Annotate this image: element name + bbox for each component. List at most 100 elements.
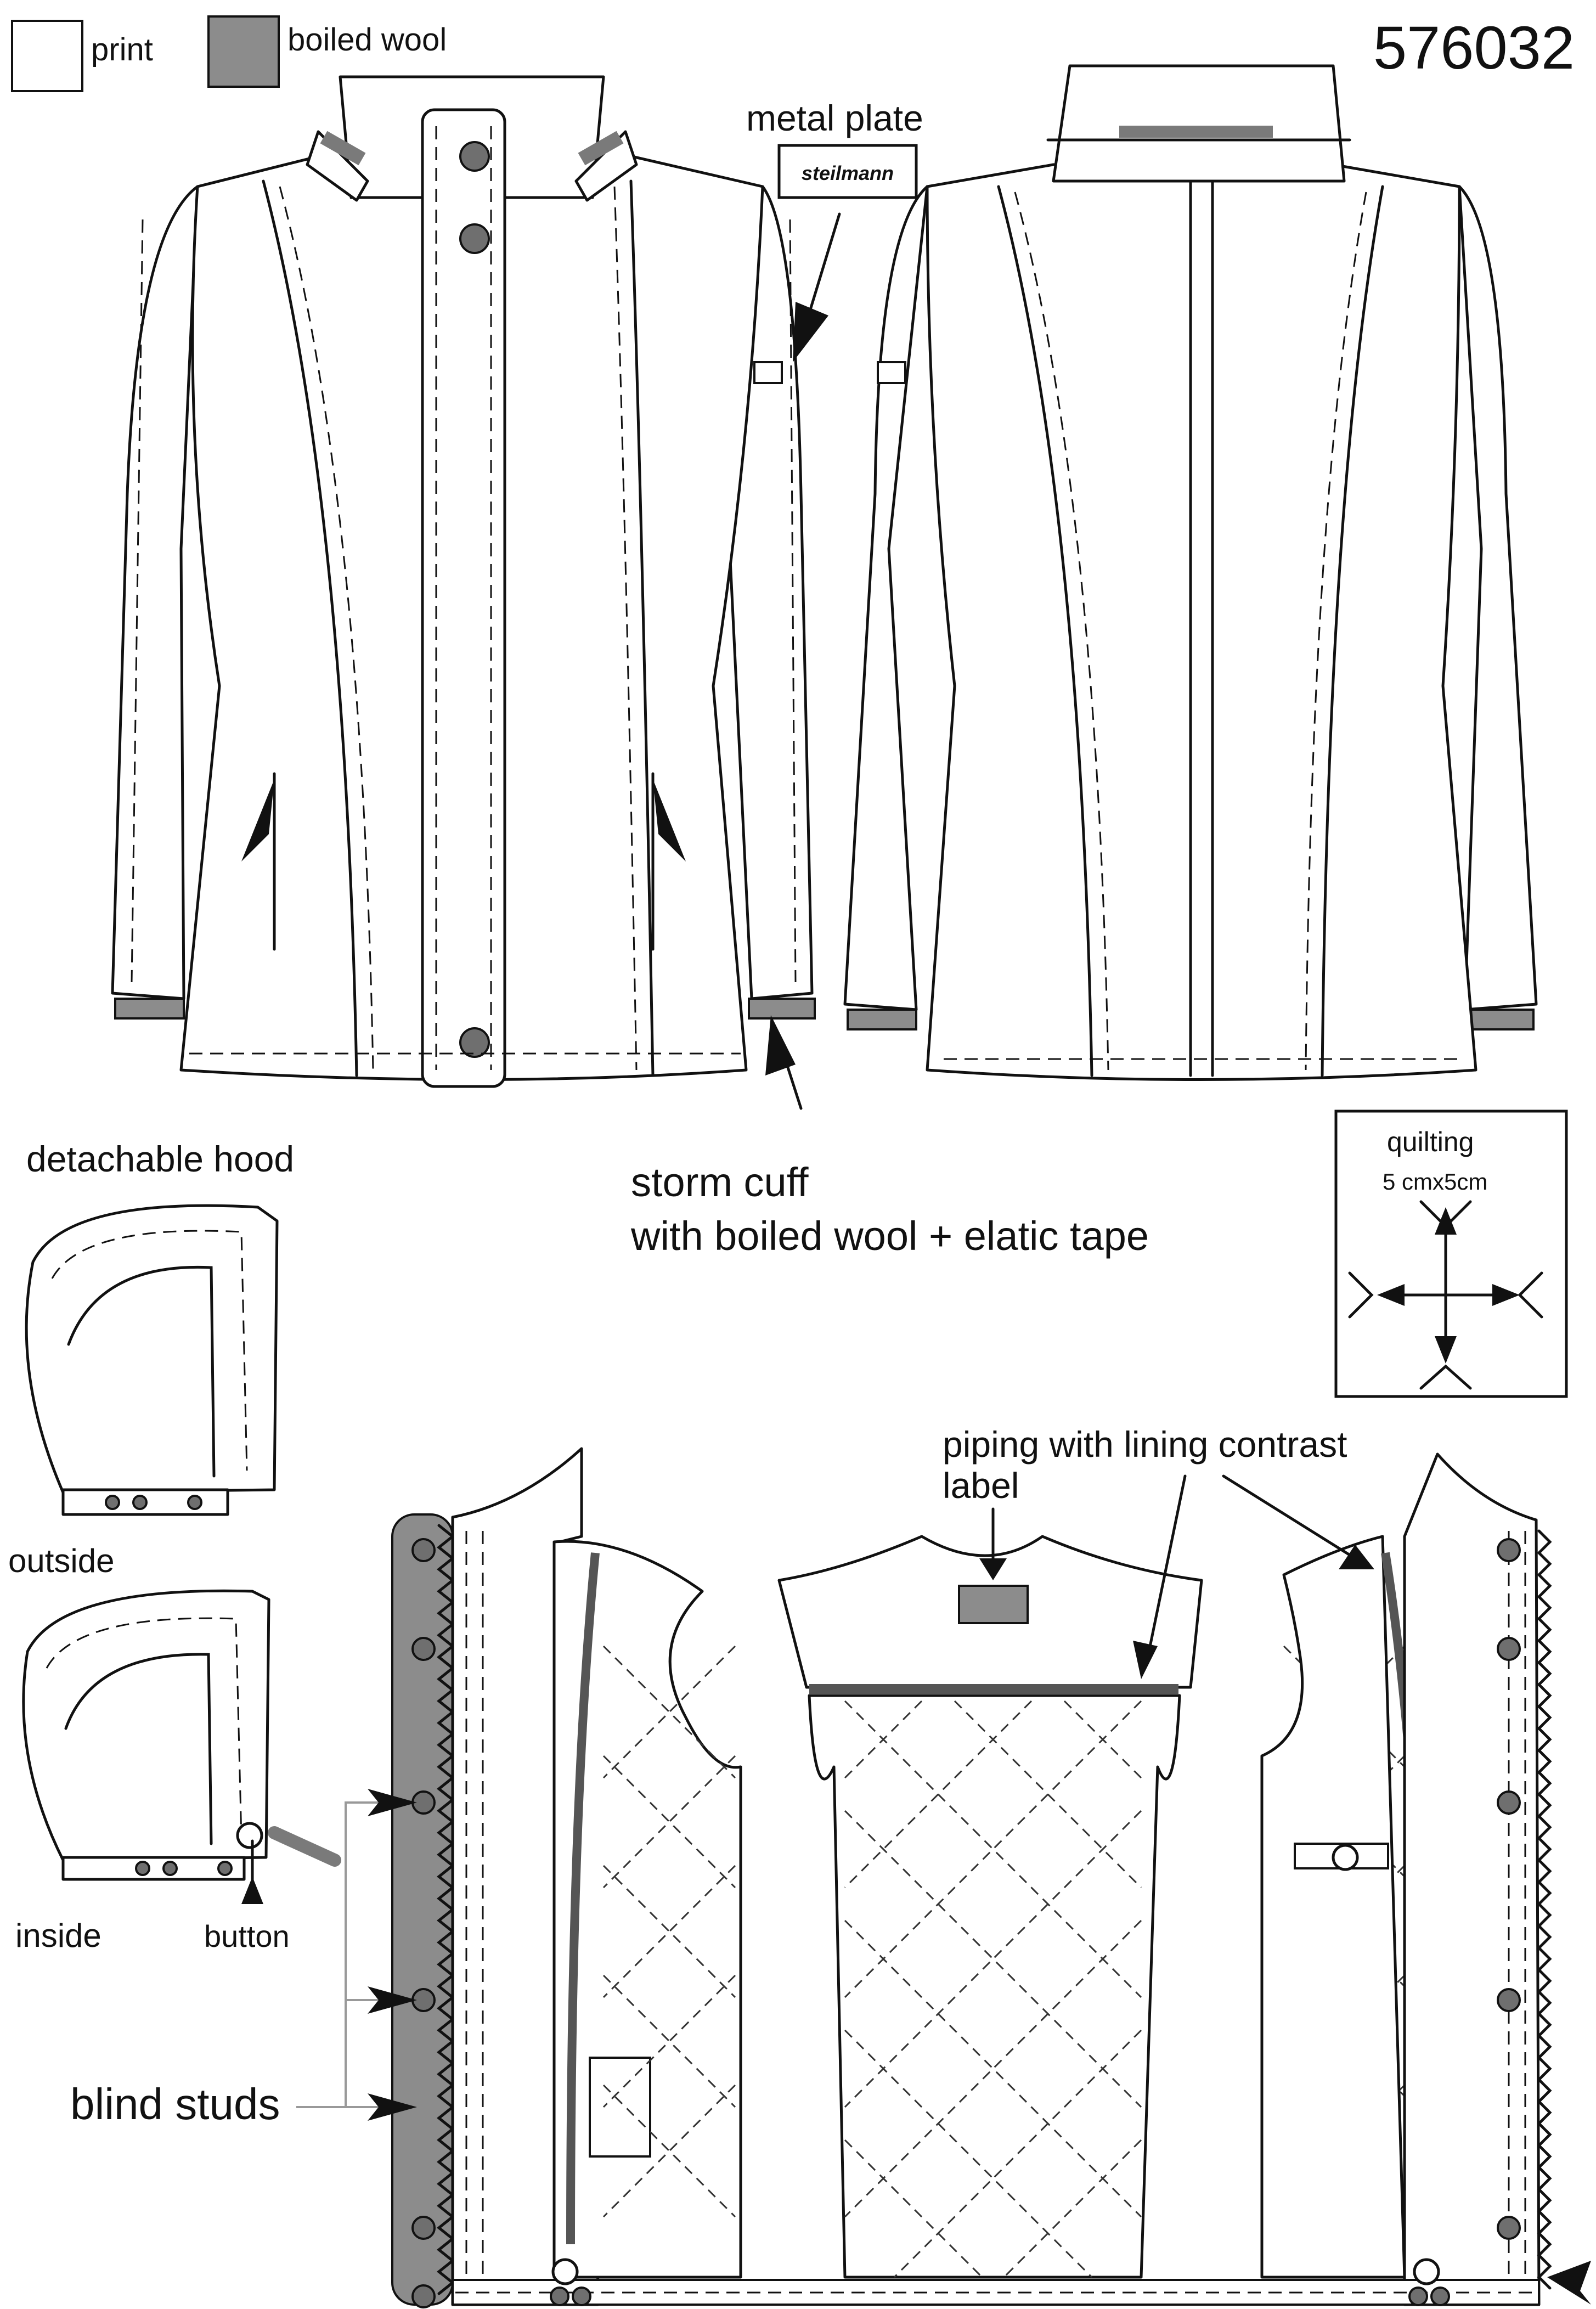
front-seam-stitching [279, 186, 638, 1071]
stud-icon [411, 2216, 436, 2240]
stud-icon [411, 2284, 436, 2308]
arrow-pointer-icon [368, 1789, 417, 1816]
front-left-seam [262, 179, 358, 1077]
pocket-zip-icon [241, 779, 274, 861]
stud-icon [411, 1538, 436, 1562]
front-left-cuff [114, 998, 185, 1020]
inside-pocket [589, 2057, 651, 2158]
front-placket [421, 108, 506, 1088]
legend-print-label: print [91, 32, 153, 67]
arrow-pointer-icon [793, 302, 828, 362]
metal-plate-brand: steilmann [802, 162, 894, 184]
placket-stud [459, 1027, 490, 1058]
zipper-pull-icon [550, 2258, 591, 2306]
toggle-icon [268, 1826, 341, 1867]
hood-inside-label: inside [15, 1917, 101, 1954]
front-sleeve-stitching [131, 219, 797, 983]
quilting-chevrons [1348, 1200, 1543, 1390]
arrow-pointer-icon [1133, 1641, 1158, 1679]
arrow-pointer-icon [368, 2093, 417, 2121]
inside-right-lining [1260, 1535, 1406, 2279]
hood-inside-stitching [46, 1617, 242, 1839]
stud-icon [1497, 1637, 1521, 1661]
back-right-cuff [1464, 1009, 1535, 1030]
front-collar-wool-left [320, 131, 366, 166]
back-left-sleeve [843, 185, 929, 1011]
hood-outside-panel [67, 1265, 216, 1478]
metal-plate-callout: metal plate steilmann [746, 98, 923, 362]
stud-icon [135, 1861, 150, 1876]
front-right-cuff [748, 998, 816, 1020]
inside-back-lining [808, 1694, 1181, 2279]
hood-inside-band [61, 1856, 246, 1881]
back-body [926, 163, 1477, 1081]
quilting-box: quilting 5 cmx5cm [1334, 1110, 1568, 1398]
hood-title: detachable hood [26, 1139, 294, 1179]
hood-button [236, 1822, 263, 1849]
storm-cuff-label: storm cuff [631, 1159, 809, 1205]
stud-icon [217, 1861, 233, 1876]
hood-button-label: button [204, 1919, 290, 1953]
back-seam-stitching [1014, 192, 1367, 1071]
legend-boiled-wool-label: boiled wool [287, 22, 447, 58]
front-left-sleeve [111, 185, 199, 1000]
piping-callout: piping with lining contrast label [943, 1424, 1374, 1679]
placket-stud [459, 223, 490, 254]
inside-left-lining [552, 1540, 742, 2279]
arrow-pointer-icon [1547, 2261, 1591, 2305]
placket-stud [459, 141, 490, 172]
center-back-seam [1189, 179, 1214, 1077]
stud-icon [1497, 2216, 1521, 2240]
legend-boiled-wool-swatch [207, 15, 280, 88]
blind-studs-label: blind studs [70, 2080, 280, 2128]
metal-plate-badge [777, 144, 918, 199]
front-collar-tab-left [306, 130, 369, 202]
hood-outside-label: outside [8, 1542, 114, 1579]
zipper-teeth-right [1537, 1529, 1552, 2290]
inside-left-facing-stitch [465, 1531, 484, 2288]
legend: print boiled wool [11, 15, 447, 92]
blind-studs-callout: blind studs [70, 1789, 417, 2128]
quilting-size: 5 cmx5cm [1383, 1169, 1487, 1195]
back-princess-seams [997, 185, 1384, 1077]
back-right-sleeve [1458, 185, 1538, 1011]
front-pocket-openings [273, 772, 655, 951]
left-piping [566, 1552, 600, 2245]
sleeve-metal-plate [753, 361, 783, 384]
legend-print-swatch [11, 20, 83, 92]
pocket-zip-icon [653, 779, 686, 861]
stud-icon [1497, 1538, 1521, 1562]
back-sleeve-metal-plate [877, 361, 906, 384]
front-right-seam [629, 179, 655, 1077]
arrow-pointer-icon [765, 1015, 796, 1075]
detachable-hood: detachable hood outside inside button [8, 1139, 341, 1954]
stud-icon [132, 1495, 148, 1510]
pocket-button [1332, 1844, 1359, 1871]
jacket-inside-view [391, 1447, 1591, 2308]
stud-icon [411, 1637, 436, 1661]
front-collar-wool-right [578, 131, 624, 166]
arrow-pointer-icon [1339, 1545, 1374, 1569]
back-left-cuff [847, 1009, 917, 1030]
piping-label: piping with lining contrast [943, 1424, 1347, 1465]
placket-stitching [435, 126, 492, 1070]
zipper-pull-icon [1408, 2258, 1450, 2306]
inside-brand-label [958, 1585, 1029, 1624]
arrow-pointer-icon [368, 1986, 417, 2014]
jacket-back-view [843, 64, 1538, 1081]
label-label: label [943, 1465, 1019, 1506]
hood-inside-shell [22, 1589, 270, 1862]
stud-icon [187, 1495, 202, 1510]
arrow-pointer-icon [241, 1877, 263, 1904]
blind-studs-leader [296, 1801, 384, 2108]
stud-icon [105, 1495, 120, 1510]
hood-inside-panel [64, 1653, 213, 1845]
piping-leader-back [1145, 1474, 1187, 1664]
hood-outside-shell [25, 1204, 279, 1494]
storm-cuff-detail: with boiled wool + elatic tape [630, 1213, 1149, 1259]
jacket-front-view [111, 75, 816, 1088]
inside-right-front [1403, 1452, 1541, 2306]
piping-leader-right [1222, 1474, 1357, 1560]
stud-icon [1497, 1790, 1521, 1815]
